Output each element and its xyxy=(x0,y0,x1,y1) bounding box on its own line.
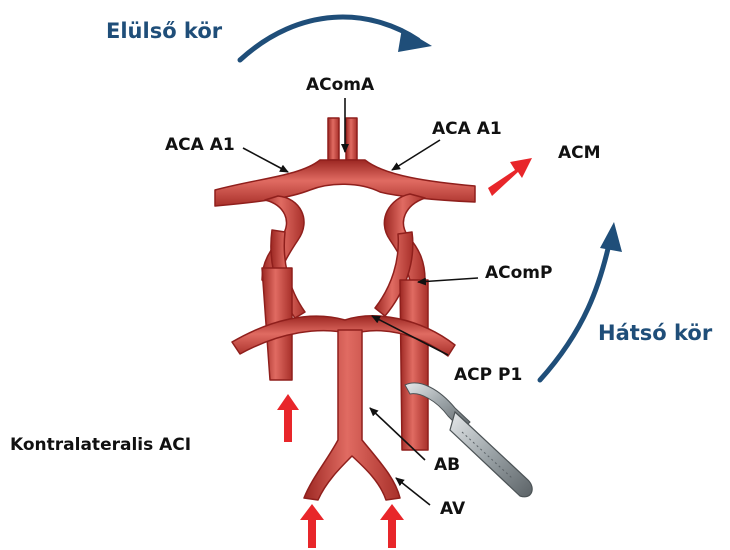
flow-arrow-right-av-icon xyxy=(380,504,404,548)
acp-p1-label: ACP P1 xyxy=(454,365,522,385)
acoma-vessel-right xyxy=(346,118,357,160)
flow-arrow-acm-icon xyxy=(488,158,532,196)
aca-left-label: ACA A1 xyxy=(165,135,235,155)
anterior-circle-title: Elülső kör xyxy=(106,19,223,43)
anterior-arch-vessel xyxy=(215,160,475,206)
acoma-vessel-left xyxy=(328,118,339,160)
basilar-artery-vessel xyxy=(304,330,400,500)
posterior-curved-arrow-icon xyxy=(540,222,622,380)
ab-label: AB xyxy=(434,455,460,475)
av-label: AV xyxy=(440,499,466,519)
acomp-label: AComP xyxy=(485,263,553,283)
aca-right-label: ACA A1 xyxy=(432,119,502,139)
contralateral-aci-label: Kontralateralis ACI xyxy=(10,435,191,455)
flow-arrow-left-av-icon xyxy=(300,504,324,548)
flow-arrow-contralateral-ica-icon xyxy=(277,394,299,442)
aca-left-pointer-arrow-icon xyxy=(243,148,288,172)
av-pointer-arrow-icon xyxy=(396,478,430,505)
aca-right-pointer-arrow-icon xyxy=(392,140,440,170)
posterior-circle-title: Hátsó kör xyxy=(598,321,713,345)
acoma-label: AComA xyxy=(306,75,375,95)
right-ica-trunk xyxy=(400,280,428,450)
vessel-network xyxy=(215,118,475,500)
acm-label: ACM xyxy=(558,143,601,163)
anterior-curved-arrow-icon xyxy=(240,17,432,60)
